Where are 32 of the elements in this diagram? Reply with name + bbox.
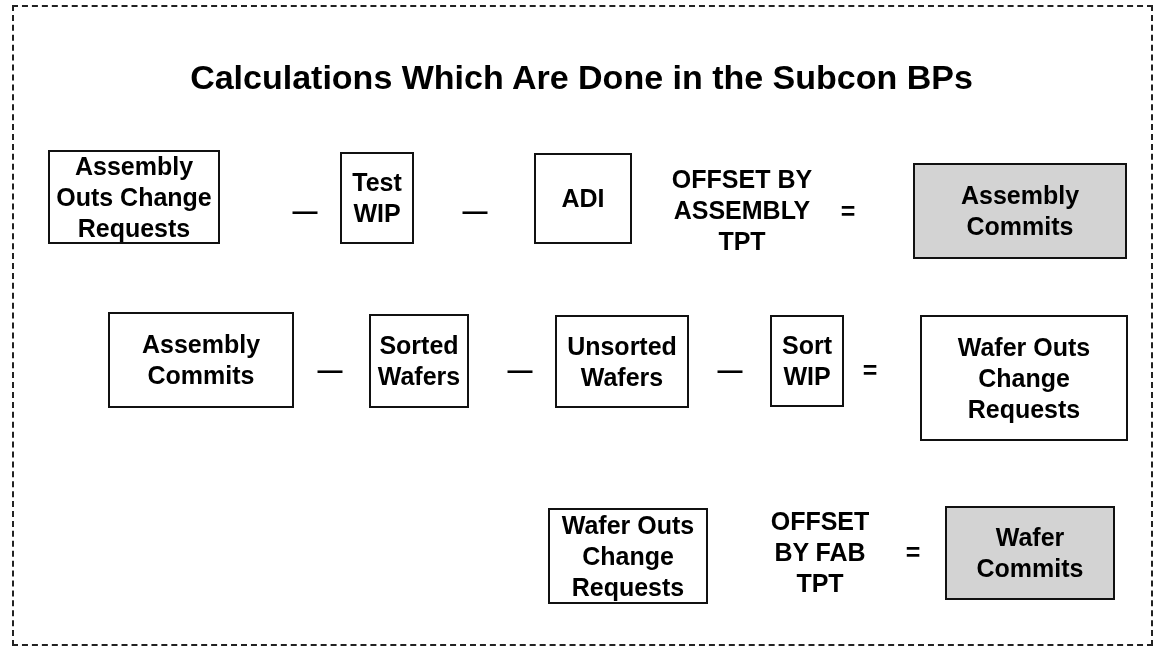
term-box [340,152,414,244]
operator-text: OFFSET BY ASSEMBLY TPT [670,163,814,257]
box-text: Wafer Outs Change Requests [956,331,1092,425]
minus-sign: — [716,354,744,386]
box-text: Sorted Wafers [376,330,462,392]
box-text: Test WIP [351,167,403,229]
box-text: Wafer Commits [975,522,1085,584]
term-box [770,315,844,407]
minus-sign: — [506,354,534,386]
equals-sign: = [904,536,922,568]
box-text: ADI [561,183,605,214]
minus-sign: — [316,354,344,386]
operator-text: OFFSET BY FAB TPT [769,505,871,599]
term-box [920,315,1128,441]
box-text: Assembly Commits [959,180,1081,242]
equals-sign: = [861,354,879,386]
result-box [913,163,1127,259]
equals-sign: = [839,195,857,227]
term-box [555,315,689,408]
box-text: Assembly Outs Change Requests [55,150,213,244]
title: Calculations Which Are Done in the Subcon BPs [189,58,974,97]
minus-sign: — [291,195,319,227]
box-text: Sort WIP [781,330,833,392]
box-text: Wafer Outs Change Requests [560,509,696,603]
term-box [534,153,632,244]
term-box [548,508,708,604]
term-box [108,312,294,408]
result-box [945,506,1115,600]
box-text: Assembly Commits [140,329,262,391]
minus-sign: — [461,195,489,227]
box-text: Unsorted Wafers [566,330,678,393]
term-box [369,314,469,408]
